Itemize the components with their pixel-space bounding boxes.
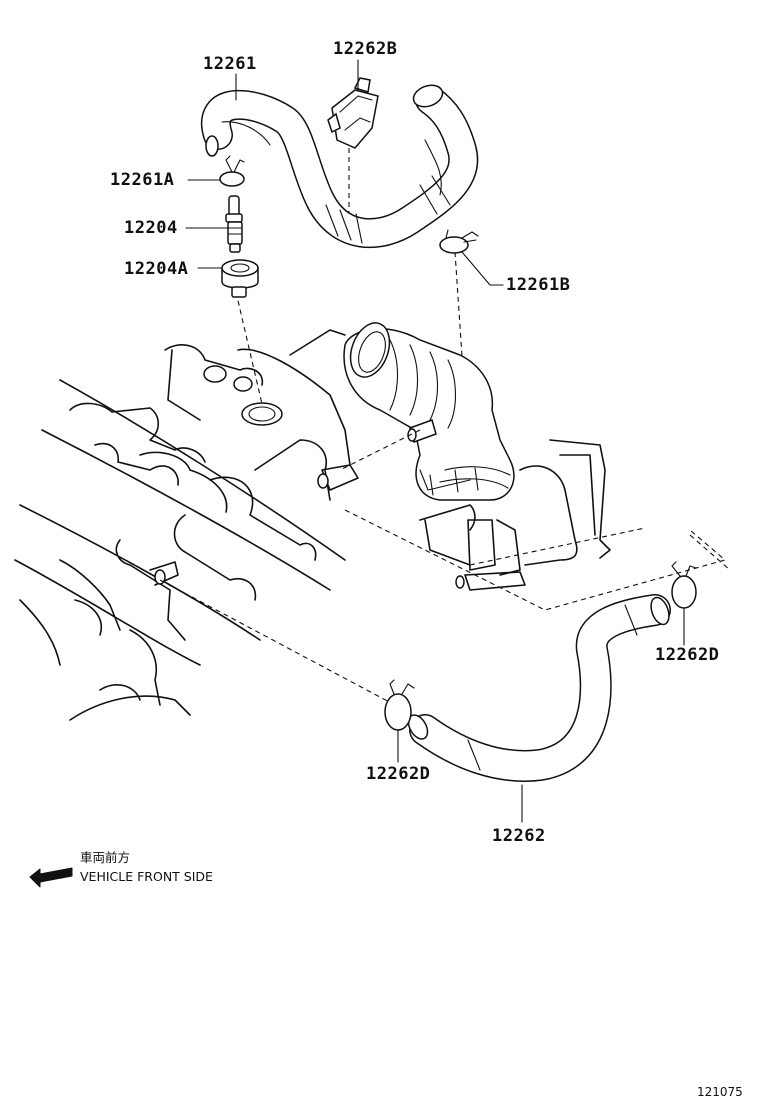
grommet-12204a [221, 259, 259, 298]
hose-12261 [201, 84, 479, 248]
pcv-valve-12204 [225, 195, 243, 253]
callout-12262d-right: 12262D [655, 645, 720, 665]
arrow-left-icon [29, 867, 73, 888]
callout-12261b: 12261B [506, 275, 571, 295]
callout-12262d-left: 12262D [366, 764, 431, 784]
clamp-12262b [327, 77, 379, 149]
callout-12261a: 12261A [110, 170, 175, 190]
callout-12204a: 12204A [124, 259, 189, 279]
air-intake-elbow [343, 322, 515, 501]
clip-12261b [439, 229, 479, 254]
orientation-text-jp: 車両前方 [80, 850, 131, 865]
clip-12262d-right [671, 561, 697, 609]
callout-12204: 12204 [124, 218, 178, 238]
callout-12261: 12261 [203, 54, 257, 74]
hose-12262 [407, 594, 671, 782]
callout-12262b: 12262B [333, 39, 398, 59]
figure-code: 121075 [697, 1085, 743, 1099]
clip-12261a [219, 155, 245, 187]
assembly-guide-lines [159, 148, 731, 706]
orientation-text-en: VEHICLE FRONT SIDE [80, 869, 213, 884]
callout-leaders [185, 59, 685, 823]
engine-cylinder-head [14, 329, 611, 721]
callout-12262: 12262 [492, 826, 546, 846]
